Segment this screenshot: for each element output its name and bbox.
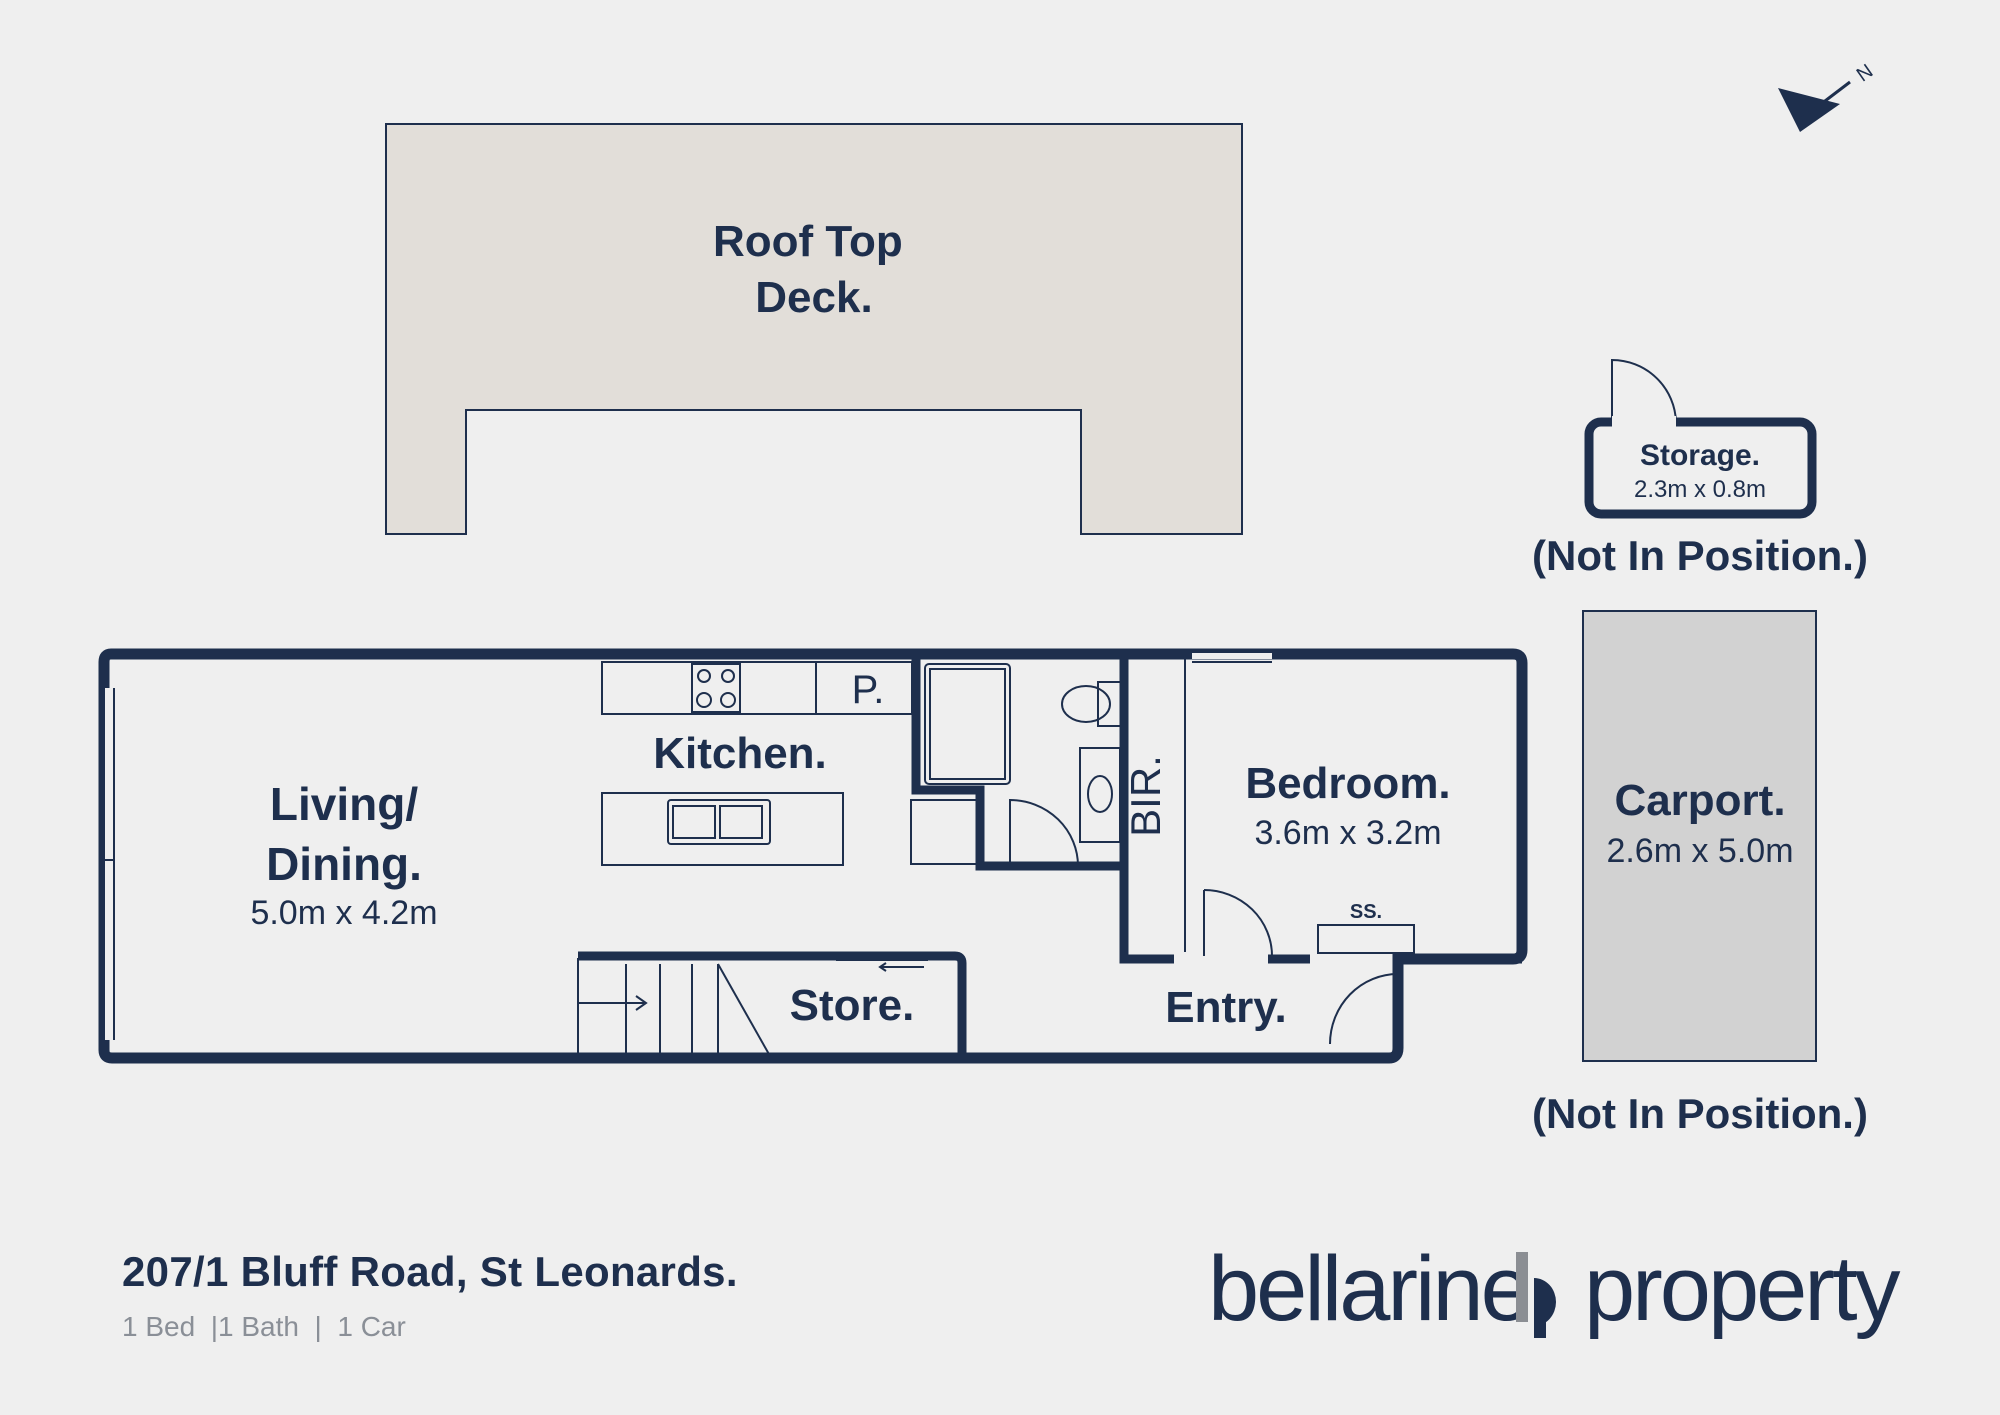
footer-address: 207/1 Bluff Road, St Leonards. [122,1248,738,1295]
carport-dims: 2.6m x 5.0m [1606,832,1793,870]
ss-label: SS. [1350,901,1382,923]
entry-door [1329,973,1399,1045]
kitchen-fixtures [601,661,913,866]
bir-label: BIR. [1122,755,1169,837]
living-label-line2: Dining. [266,838,422,890]
north-compass-icon: N [1778,60,1877,132]
brand-logo: bellarine property [1208,1238,1903,1340]
roof-deck-label: Roof Top Deck. [713,217,915,322]
bedroom-label: Bedroom. [1245,759,1450,808]
roof-deck-shape [385,123,1243,535]
carport-not-in-position: (Not In Position.) [1532,1090,1868,1137]
living-label-line1: Living/ [270,778,418,830]
store-label: Store. [790,981,915,1030]
storage-label: Storage. [1640,439,1760,472]
footer-meta: 1 Bed |1 Bath | 1 Car [122,1311,406,1342]
bedroom-dims: 3.6m x 3.2m [1254,814,1441,852]
storage-unit: Storage. 2.3m x 0.8m [1584,358,1817,519]
living-dims: 5.0m x 4.2m [250,894,437,932]
compass-label: N [1853,60,1877,86]
roof-deck-label-line2: Deck. [755,273,872,322]
storage-dims: 2.3m x 0.8m [1634,476,1766,503]
stairs [577,958,928,1057]
pantry-label: P. [852,668,885,712]
storage-not-in-position: (Not In Position.) [1532,532,1868,579]
bedroom-door [1203,889,1415,957]
carport-shape [1582,610,1817,1062]
entry-label: Entry. [1165,983,1286,1032]
carport-label: Carport. [1614,776,1785,825]
kitchen-label: Kitchen. [653,729,827,778]
bathroom-fixtures [910,663,1123,867]
roof-deck-label-line1: Roof Top [713,217,903,266]
brand-bp-mark-icon [1516,1252,1556,1338]
brand-right-word: property [1584,1238,1900,1340]
apartment-walls [98,648,1528,1064]
brand-left-word: bellarine [1208,1238,1529,1340]
